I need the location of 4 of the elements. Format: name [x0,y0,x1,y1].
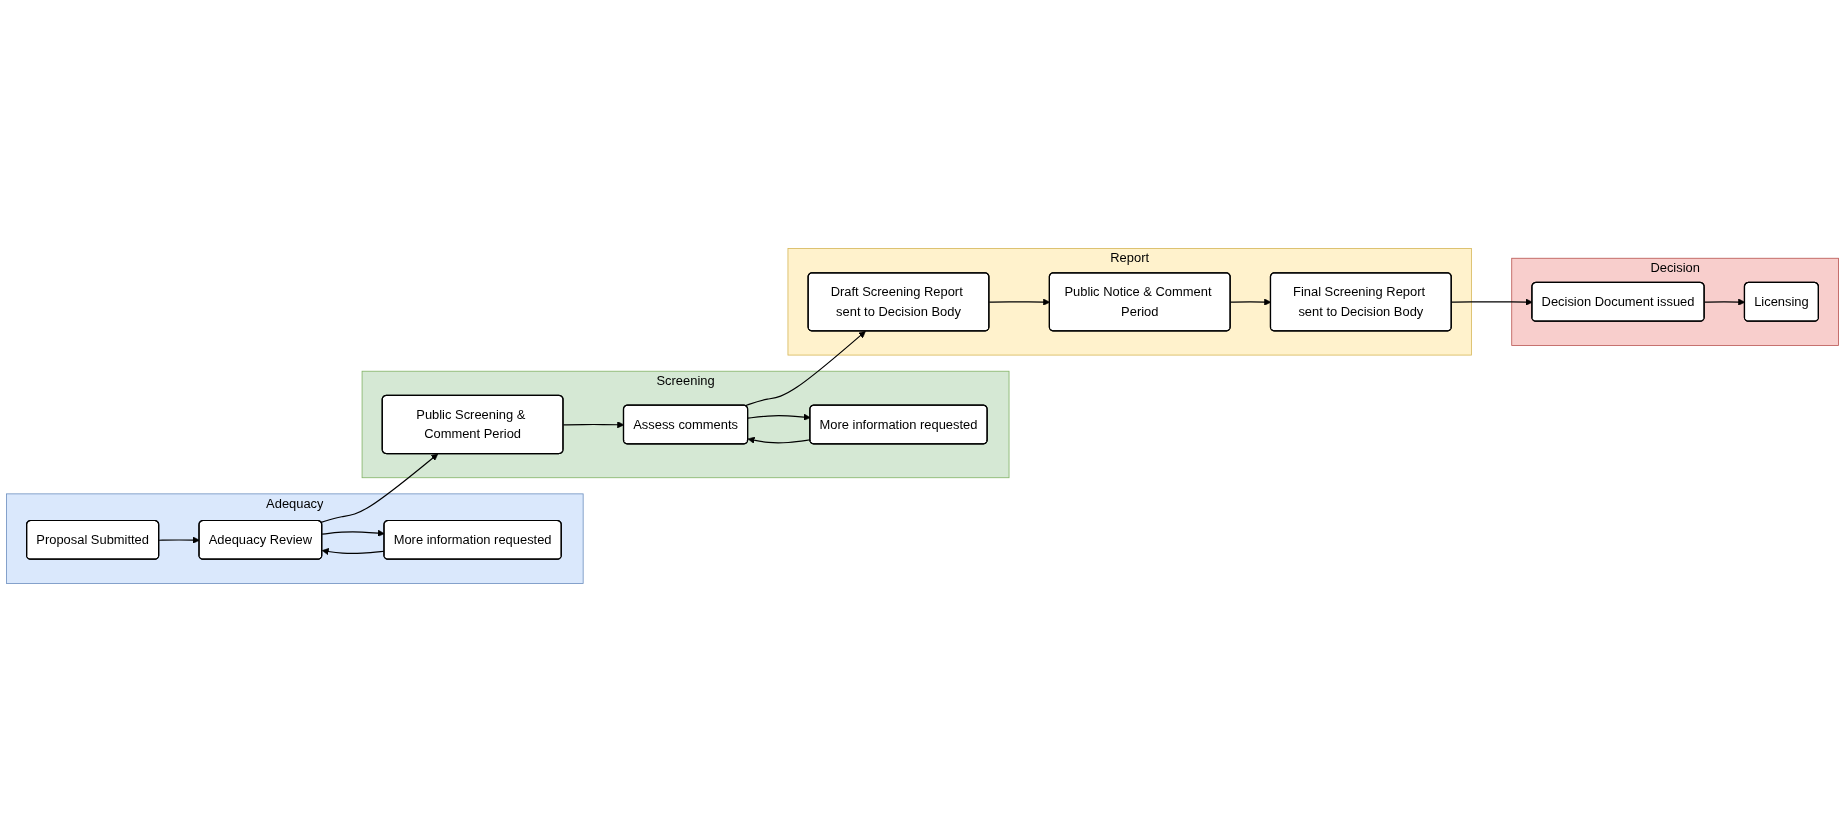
arrow [744,330,866,407]
arrow [320,453,439,523]
arrow [158,536,200,544]
arrow [747,436,811,444]
